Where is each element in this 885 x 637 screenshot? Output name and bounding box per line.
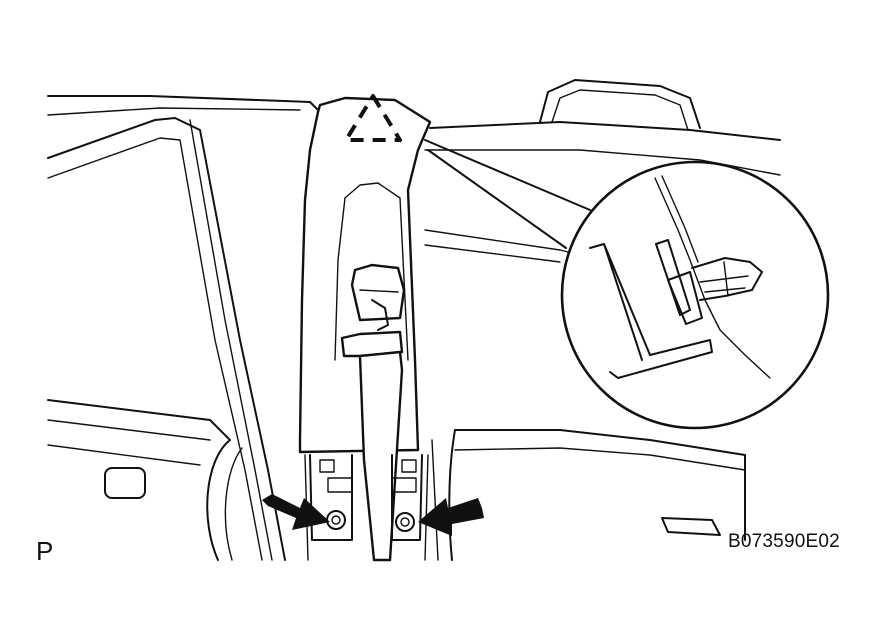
front-door-window-frame: [47, 117, 286, 561]
slot-left: [327, 477, 353, 493]
front-door-body: [47, 399, 243, 561]
clip-hole-upper-left: [319, 459, 335, 473]
figure-code: B073590E02: [728, 531, 840, 552]
rear-door-frame: [424, 229, 746, 561]
rear-door-handle: [661, 517, 721, 536]
clip-detail-callout: [560, 160, 830, 430]
roof-lines: [47, 95, 781, 176]
clip-hole-upper-right: [401, 459, 417, 473]
bolt-left: [326, 510, 346, 530]
bolt-right: [395, 512, 415, 532]
front-door-handle: [104, 467, 146, 499]
arrow-icon: [262, 494, 330, 530]
assist-grip: [539, 79, 701, 131]
arrow-icon: [418, 498, 484, 536]
lower-pillar-section: [304, 454, 429, 561]
clip-marker-triangle-icon: [344, 94, 402, 142]
slot-right: [391, 477, 417, 493]
view-letter: P: [36, 536, 54, 566]
callout-leader: [424, 139, 591, 249]
